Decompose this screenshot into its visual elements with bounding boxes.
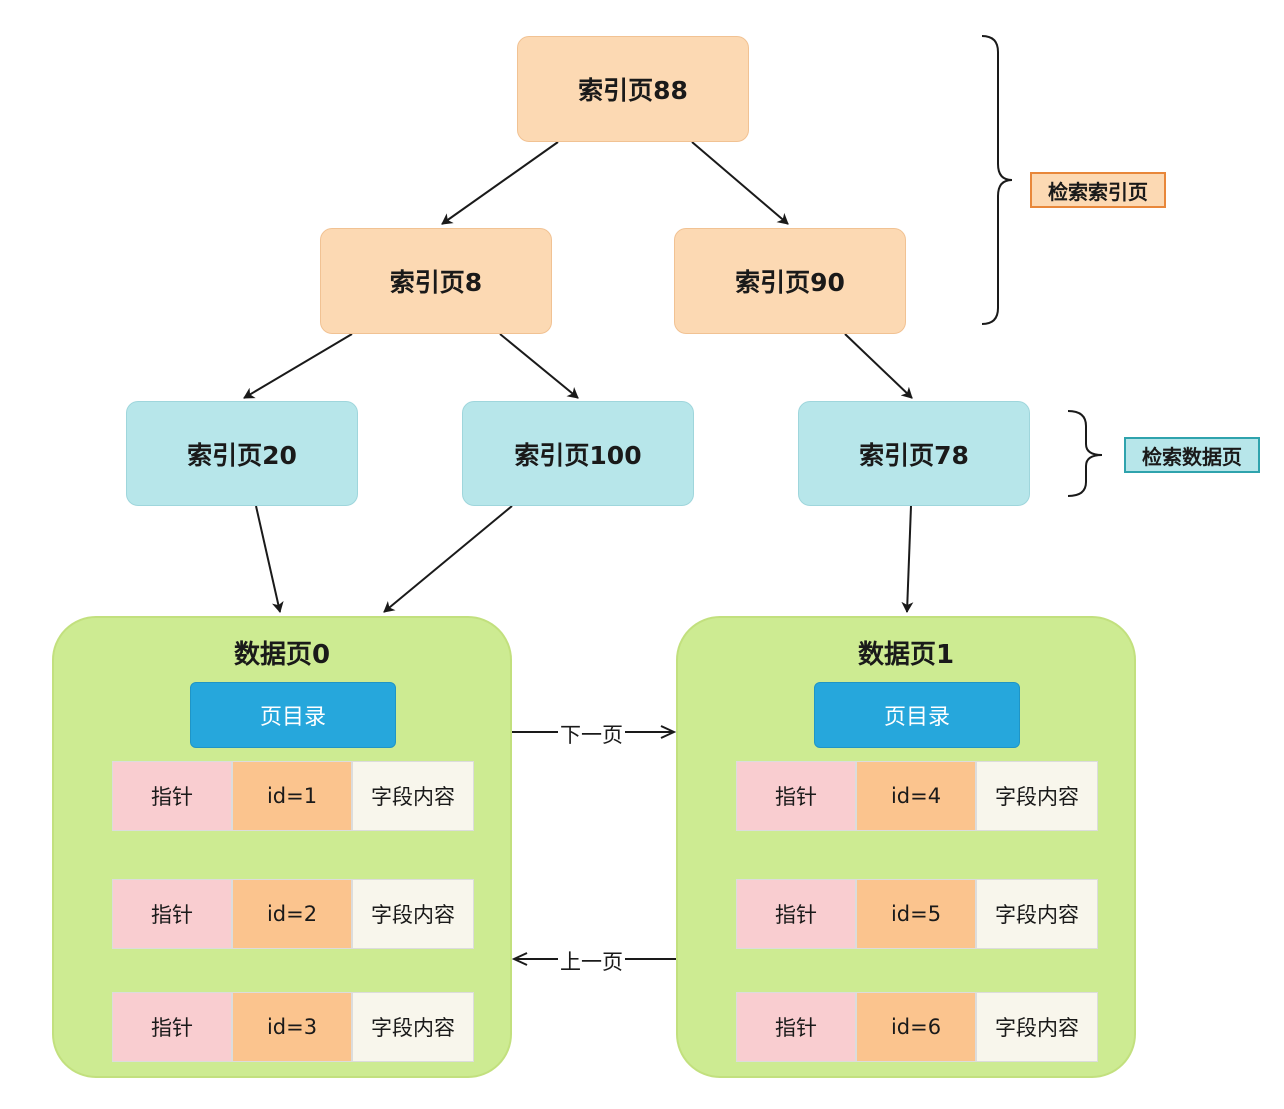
- edge-left-leaf-a: [243, 333, 353, 399]
- data-page-1-title: 数据页1: [857, 640, 955, 670]
- data-page-1-directory-label: 页目录: [883, 705, 950, 730]
- edge-left-leaf-b: [499, 333, 579, 399]
- search-data-label-text: 检索数据页: [1142, 444, 1242, 469]
- record-field: 字段内容: [976, 992, 1098, 1062]
- search-index-label: 检索索引页: [1030, 172, 1166, 208]
- index-page-leaf-c: 索引页78: [798, 401, 1030, 506]
- record-row: 指针 id=2 字段内容: [112, 879, 474, 949]
- index-page-right: 索引页90: [674, 228, 906, 334]
- index-page-left-label: 索引页8: [389, 268, 483, 297]
- index-page-leaf-a: 索引页20: [126, 401, 358, 506]
- index-page-leaf-b: 索引页100: [462, 401, 694, 506]
- index-page-leaf-c-label: 索引页78: [859, 440, 969, 470]
- record-id: id=2: [232, 879, 352, 949]
- record-id: id=4: [856, 761, 976, 831]
- data-page-0: 数据页0 页目录 指针 id=1 字段内容 指针 id=2 字段内容 指针 id…: [52, 616, 512, 1078]
- data-page-1: 数据页1 页目录 指针 id=4 字段内容 指针 id=5 字段内容 指针 id…: [676, 616, 1136, 1078]
- record-field: 字段内容: [352, 992, 474, 1062]
- edge-root-right: [691, 141, 789, 225]
- edge-root-left: [441, 141, 559, 225]
- edge-leaf-c-data1: [901, 505, 914, 613]
- record-pointer: 指针: [736, 761, 856, 831]
- index-page-root: 索引页88: [517, 36, 749, 142]
- next-page-label: 下一页: [558, 719, 625, 749]
- record-row: 指针 id=5 字段内容: [736, 879, 1098, 949]
- record-pointer: 指针: [112, 761, 232, 831]
- record-id: id=3: [232, 992, 352, 1062]
- record-pointer: 指针: [736, 992, 856, 1062]
- record-id: id=5: [856, 879, 976, 949]
- record-id: id=6: [856, 992, 976, 1062]
- record-pointer: 指针: [736, 879, 856, 949]
- index-page-left: 索引页8: [320, 228, 552, 334]
- index-page-leaf-b-label: 索引页100: [514, 440, 642, 470]
- data-page-0-directory: 页目录: [190, 682, 396, 748]
- brace-leaf-level: [1067, 410, 1103, 497]
- record-row: 指针 id=6 字段内容: [736, 992, 1098, 1062]
- edge-leaf-b-data0: [383, 505, 513, 613]
- record-field: 字段内容: [976, 879, 1098, 949]
- data-page-0-title: 数据页0: [233, 640, 331, 670]
- record-field: 字段内容: [976, 761, 1098, 831]
- record-id: id=1: [232, 761, 352, 831]
- record-row: 指针 id=3 字段内容: [112, 992, 474, 1062]
- record-pointer: 指针: [112, 992, 232, 1062]
- search-data-label: 检索数据页: [1124, 437, 1260, 473]
- brace-index-levels: [981, 35, 1013, 325]
- edge-right-leaf-c: [844, 333, 913, 399]
- search-index-label-text: 检索索引页: [1048, 179, 1148, 204]
- prev-page-label: 上一页: [558, 946, 625, 976]
- data-page-0-directory-label: 页目录: [259, 705, 326, 730]
- index-page-leaf-a-label: 索引页20: [187, 440, 297, 470]
- edge-leaf-a-data0: [255, 505, 284, 613]
- index-page-root-label: 索引页88: [578, 76, 688, 105]
- record-row: 指针 id=1 字段内容: [112, 761, 474, 831]
- record-row: 指针 id=4 字段内容: [736, 761, 1098, 831]
- record-pointer: 指针: [112, 879, 232, 949]
- record-field: 字段内容: [352, 761, 474, 831]
- data-page-1-directory: 页目录: [814, 682, 1020, 748]
- record-field: 字段内容: [352, 879, 474, 949]
- index-page-right-label: 索引页90: [735, 268, 845, 297]
